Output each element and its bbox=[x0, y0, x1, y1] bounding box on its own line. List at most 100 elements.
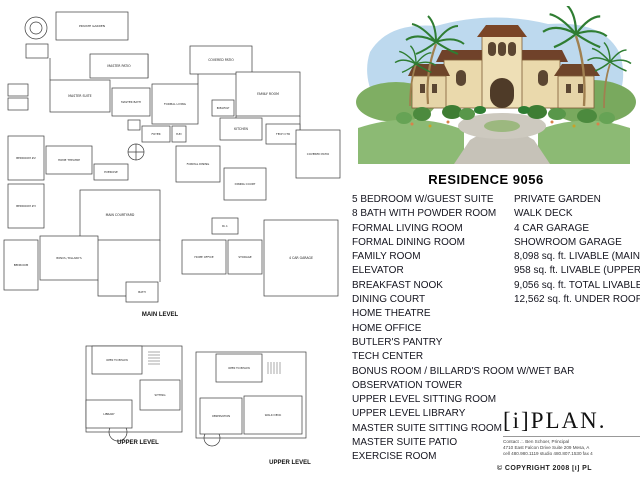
feature-item: FAMILY ROOM bbox=[352, 251, 421, 263]
room-storage bbox=[227, 239, 263, 275]
room-label: MASTER BATH bbox=[121, 100, 141, 104]
room-label: 4 CAR GARAGE bbox=[289, 256, 313, 260]
feature-item: 958 sq. ft. LIVABLE (UPPER bbox=[514, 265, 640, 277]
room-label: COVERED PATIO bbox=[208, 58, 234, 62]
feature-item: MASTER SUITE PATIO bbox=[352, 437, 458, 449]
room-bedroom-2 bbox=[7, 135, 45, 181]
room-master-bath bbox=[111, 87, 151, 117]
room-label: BEDROOM bbox=[14, 263, 29, 267]
contact-line: 4710 East Falcon Drive Suite 209 Mesa, A bbox=[503, 445, 590, 450]
room-walk-deck bbox=[243, 395, 303, 435]
room-label: COVERED PATIO bbox=[307, 152, 330, 156]
room-master-suite bbox=[49, 79, 111, 113]
contact-block: Contact .:. Ben Schoer, Principal 4710 E… bbox=[503, 436, 640, 457]
contact-line: cell 480.980.1119 studio 480.807.1530 fa… bbox=[503, 451, 593, 456]
feature-item: 5 BEDROOM W/GUEST SUITE bbox=[352, 194, 494, 205]
room-label: BONUS / BILLARD'S bbox=[56, 256, 82, 260]
feature-item: EXERCISE ROOM bbox=[352, 451, 437, 463]
floor-plan: PRIVATE GARDEN MASTER PATIO MASTER SUITE MA… bbox=[3, 11, 341, 466]
feature-item: FORMAL DINING ROOM bbox=[352, 236, 465, 248]
room-label: HOME THEATRE bbox=[58, 158, 80, 162]
room-bath bbox=[125, 281, 159, 303]
copyright-text: © COPYRIGHT 2008 [i] PL bbox=[497, 465, 592, 472]
room-label: FOYER bbox=[151, 132, 160, 136]
room-bonus-billard-s bbox=[39, 235, 99, 281]
feature-item: 8,098 sq. ft. LIVABLE (MAIN bbox=[514, 251, 640, 263]
feature-item: 12,562 sq. ft. UNDER ROOF bbox=[514, 294, 640, 306]
room-label: MASTER PATIO bbox=[107, 64, 131, 68]
feature-item: UPPER LEVEL LIBRARY bbox=[352, 408, 466, 420]
room-label: HOME OFFICE bbox=[194, 255, 214, 259]
room-label: ELEV bbox=[176, 133, 182, 136]
room-home-office bbox=[181, 239, 227, 275]
room-elev bbox=[171, 125, 187, 143]
room-4-car-garage bbox=[263, 219, 339, 297]
room-w-i-c- bbox=[211, 217, 239, 235]
room-label: PRIVATE GARDEN bbox=[79, 24, 105, 28]
room-label: WALK DECK bbox=[265, 413, 282, 417]
room-open-to-below bbox=[91, 345, 143, 375]
room-label: OPEN TO BELOW bbox=[106, 358, 128, 362]
feature-item: UPPER LEVEL SITTING ROOM bbox=[352, 394, 497, 406]
room-library bbox=[85, 399, 133, 429]
room-exercise bbox=[93, 163, 129, 181]
room-label: BREAKFAST bbox=[217, 107, 230, 110]
room-master-patio bbox=[89, 53, 149, 79]
room-formal-dining bbox=[175, 145, 221, 183]
feature-item: 4 CAR GARAGE bbox=[514, 222, 590, 234]
room-foyer bbox=[141, 125, 171, 143]
room-label: LIBRARY bbox=[103, 412, 115, 416]
room-label: MAIN COURTYARD bbox=[106, 213, 135, 217]
room-main-courtyard bbox=[79, 189, 161, 241]
feature-item: BREAKFAST NOOK bbox=[352, 279, 443, 291]
room-observation bbox=[199, 397, 243, 435]
room-label: STORAGE bbox=[238, 255, 252, 259]
contact-line: Contact .:. Ben Schoer, Principal bbox=[503, 439, 570, 444]
rendering-art bbox=[356, 6, 636, 164]
feature-item: 9,056 sq. ft. TOTAL LIVABLE bbox=[514, 279, 640, 291]
floor-plan-rooms: PRIVATE GARDEN MASTER PATIO MASTER SUITE MA… bbox=[3, 11, 341, 466]
room-label: W.I.C. bbox=[222, 225, 228, 228]
feature-item: HOME THEATRE bbox=[352, 308, 431, 320]
room-covered-patio bbox=[295, 129, 341, 179]
residence-rendering bbox=[356, 6, 636, 164]
iplan-logo: [i]PLAN. bbox=[503, 408, 607, 433]
room-label: OBSERVATION bbox=[212, 414, 230, 418]
feature-item: 8 BATH WITH POWDER ROOM bbox=[352, 208, 497, 220]
room-label: FORMAL DINING bbox=[187, 162, 210, 166]
room-label: FORMAL LIVING bbox=[164, 102, 186, 106]
room-bedroom bbox=[3, 239, 39, 291]
feature-item: FORMAL LIVING ROOM bbox=[352, 222, 463, 234]
room-home-theatre bbox=[45, 145, 93, 175]
room-dining-court bbox=[223, 167, 267, 201]
level-label: UPPER LEVEL bbox=[269, 460, 311, 466]
room-label: TECH CTR bbox=[275, 132, 290, 136]
page-title: RESIDENCE 9056 bbox=[428, 172, 544, 187]
room-formal-living bbox=[151, 83, 199, 125]
room-label: SITTING bbox=[154, 393, 165, 397]
level-label: UPPER LEVEL bbox=[117, 440, 159, 446]
feature-item: OBSERVATION TOWER bbox=[352, 379, 463, 391]
room-bedroom-3 bbox=[7, 183, 45, 229]
room-covered-patio bbox=[189, 45, 253, 75]
room-label: KITCHEN bbox=[234, 127, 248, 131]
room-open-to-below bbox=[215, 353, 263, 383]
room-label: MASTER SUITE bbox=[68, 94, 91, 98]
feature-item: SHOWROOM GARAGE bbox=[514, 236, 622, 248]
room-label: OPEN TO BELOW bbox=[228, 366, 250, 370]
feature-item: DINING COURT bbox=[352, 294, 426, 306]
feature-item: BUTLER'S PANTRY bbox=[352, 336, 443, 348]
feature-item: ELEVATOR bbox=[352, 265, 404, 277]
feature-item: BONUS ROOM / BILLARD'S ROOM W/WET BAR bbox=[352, 365, 575, 377]
room-label: FAMILY ROOM bbox=[257, 92, 279, 96]
iplan-logo-block: [i]PLAN. Contact .:. Ben Schoer, Princip… bbox=[503, 408, 640, 457]
feature-item: WALK DECK bbox=[514, 208, 573, 220]
feature-item: HOME OFFICE bbox=[352, 322, 422, 334]
room-family-room bbox=[235, 71, 301, 117]
room-kitchen bbox=[219, 117, 263, 141]
feature-item: TECH CENTER bbox=[352, 351, 424, 363]
room-label: BEDROOM #3 bbox=[16, 204, 36, 208]
room-private-garden bbox=[55, 11, 129, 41]
feature-list-left: 5 BEDROOM W/GUEST SUITE 8 BATH WITH POWDE… bbox=[352, 193, 575, 465]
